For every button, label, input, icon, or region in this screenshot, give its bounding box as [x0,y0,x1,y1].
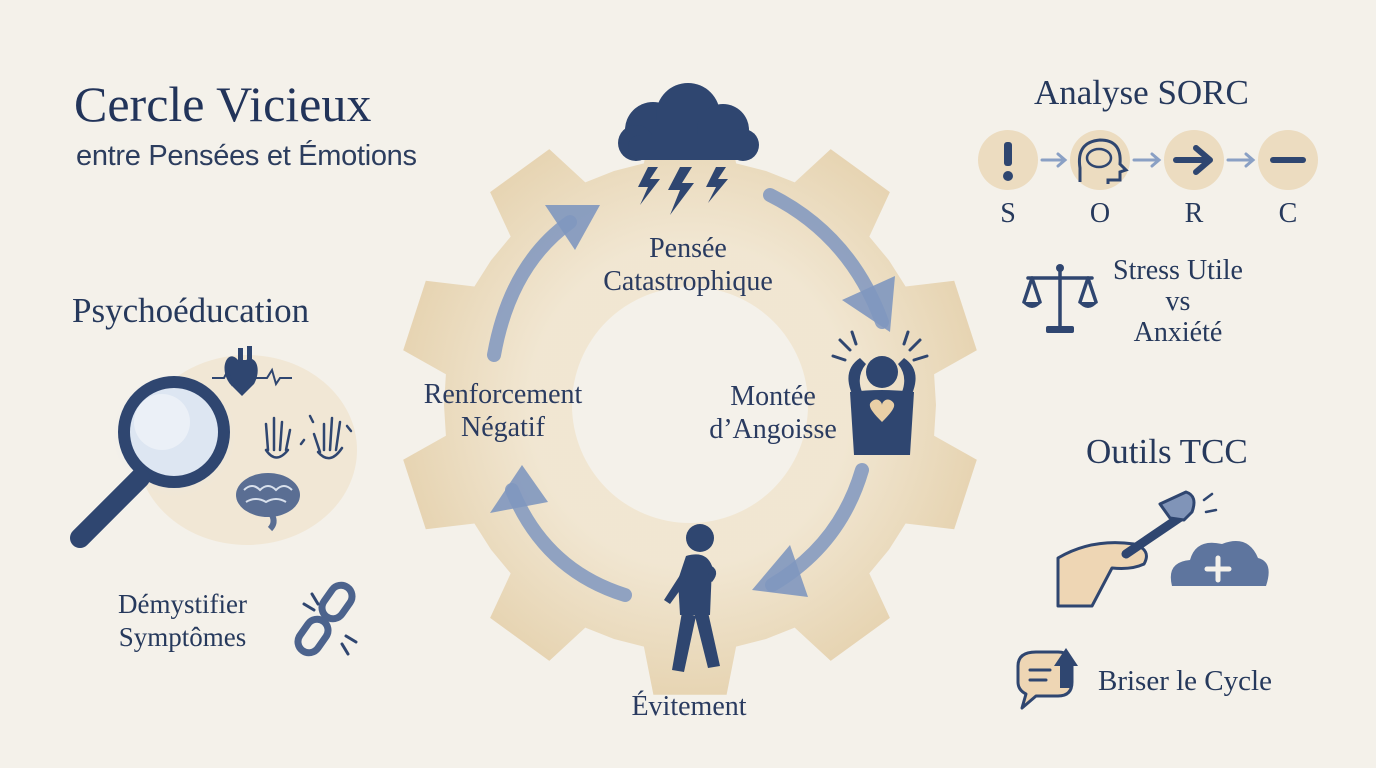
psychoeducation-illustration [70,346,357,548]
break-cycle-label: Briser le Cycle [1098,665,1272,697]
arrow-evitement-to-renfo [505,483,632,602]
arrow-head-1 [842,276,895,332]
sorc-letter-r: R [1184,198,1204,229]
page-subtitle: entre Pensées et Émotions [76,140,417,172]
anxious-person-icon [831,330,929,455]
arrow-head-3 [490,465,548,513]
cycle-step-montee-line1: Montée [730,381,816,412]
arrow-head-2 [752,545,808,597]
demystify-line1: Démystifier [118,589,247,619]
sorc-badge-o [1070,130,1130,190]
broken-chain-icon [294,581,358,657]
cycle-step-renforcement: Renforcement Négatif [398,378,608,444]
walking-away-person-icon [664,524,720,672]
tcc-tools-illustration [1056,490,1269,608]
sorc-title: Analyse SORC [1034,73,1249,112]
magnifier-icon [70,376,230,548]
cycle-step-renfo-line2: Négatif [461,412,545,443]
hand-holding-hammer-icon [1056,490,1196,608]
cycle-step-pensee-line1: Pensée [649,233,727,264]
stress-line1: Stress Utile [1113,255,1243,286]
arrow-head-4 [545,205,600,250]
sorc-chain [978,130,1318,190]
stress-line2: vs [1165,286,1191,317]
arrow-renfo-to-pensee [487,215,577,362]
cycle-step-montee-line2: d’Angoisse [709,414,837,445]
sorc-badge-s [978,130,1038,190]
cycle-step-pensee: Pensée Catastrophique [568,232,808,298]
sorc-badge-r [1164,130,1224,190]
stress-vs-anxiety-label: Stress Utile vs Anxiété [1098,255,1258,348]
cycle-step-pensee-line2: Catastrophique [603,266,773,297]
cycle-step-montee: Montée d’Angoisse [698,380,848,446]
demystify-line2: Symptômes [118,622,247,652]
stress-line3: Anxiété [1133,317,1223,348]
cycle-step-evitement-line1: Évitement [631,691,747,722]
sorc-letter-c: C [1278,198,1298,229]
heart-organ-icon [224,346,258,396]
hands-icon [264,414,353,460]
sorc-letter-o: O [1089,198,1111,229]
psychoeducation-title: Psychoéducation [72,291,310,330]
sorc-badge-c [1258,130,1318,190]
cloud-plus-icon [1170,541,1269,586]
balance-scale-icon [1022,264,1098,333]
chat-arrow-up-icon [1016,648,1078,710]
sorc-letter-s: S [1000,198,1016,229]
tcc-title: Outils TCC [1086,432,1248,471]
brain-icon [236,473,300,532]
storm-cloud-icon [618,83,759,215]
page-title: Cercle Vicieux [74,76,372,132]
cycle-step-evitement: Évitement [604,690,774,723]
cycle-step-renfo-line1: Renforcement [423,379,583,410]
demystify-label: Démystifier Symptômes [118,588,247,654]
